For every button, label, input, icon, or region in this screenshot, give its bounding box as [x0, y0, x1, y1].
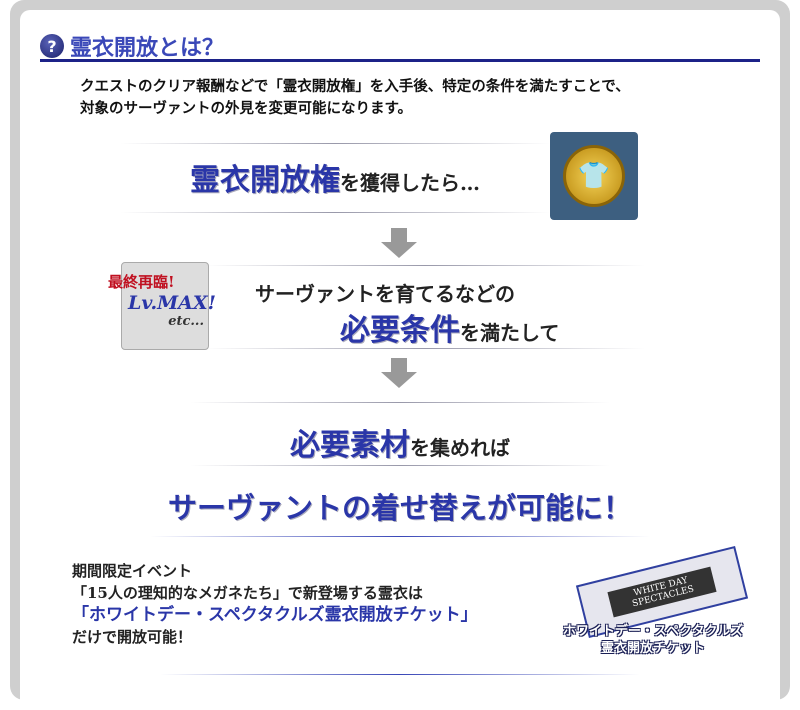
- down-arrow-icon: [381, 228, 417, 258]
- question-icon: ?: [40, 34, 64, 58]
- step2-text: サーヴァントを育てるなどの: [255, 282, 515, 306]
- step2-text: を満たして: [460, 321, 560, 345]
- note-line: 「15人の理知的なメガネたち」で新登場する霊衣は: [72, 584, 423, 602]
- badge-line: etc...: [168, 314, 204, 329]
- divider: [150, 536, 650, 537]
- caption-line: ホワイトデー・スペクタクルズ: [562, 624, 744, 639]
- divider: [160, 674, 640, 675]
- badge-line: Lv.MAX!: [128, 292, 216, 314]
- ticket-caption: ホワイトデー・スペクタクルズ 霊衣開放チケット: [548, 623, 758, 657]
- title-text: 霊衣開放とは？: [70, 35, 225, 61]
- divider: [120, 143, 550, 144]
- intro-line: 対象のサーヴァントの外見を変更可能になります。: [80, 100, 413, 117]
- step1: 霊衣開放権を獲得したら…: [120, 155, 550, 199]
- step1-text: を獲得したら…: [340, 171, 480, 195]
- section-title: ? 霊衣開放とは？: [40, 30, 224, 62]
- step3-highlight: 必要素材: [290, 428, 410, 463]
- divider: [190, 402, 610, 403]
- intro-text: クエストのクリア報酬などで「霊衣開放権」を入手後、特定の条件を満たすことで、 対…: [80, 76, 630, 120]
- result-text: サーヴァントの着せ替えが可能に！: [167, 491, 632, 525]
- caption-line: 霊衣開放チケット: [600, 641, 705, 656]
- title-underline: [40, 59, 760, 62]
- badge-line: 最終再臨!: [108, 273, 175, 291]
- step2-highlight: 必要条件: [340, 313, 460, 348]
- ticket-name: 「ホワイトデー・スペクタクルズ霊衣開放チケット」: [72, 605, 478, 625]
- divider: [190, 465, 610, 466]
- ticket-art-text: WHITE DAY SPECTACLES: [607, 566, 717, 618]
- note-line: だけで開放可能！: [72, 628, 193, 646]
- divider: [120, 212, 550, 213]
- divider: [205, 265, 645, 266]
- step3-text: を集めれば: [410, 436, 510, 460]
- event-note: 期間限定イベント 「15人の理知的なメガネたち」で新登場する霊衣は 「ホワイトデ…: [72, 560, 478, 648]
- level-max-badge: 最終再臨! Lv.MAX! etc...: [108, 262, 216, 350]
- note-line: 期間限定イベント: [72, 562, 193, 580]
- step1-highlight: 霊衣開放権: [190, 163, 340, 198]
- intro-line: クエストのクリア報酬などで「霊衣開放権」を入手後、特定の条件を満たすことで、: [80, 78, 630, 95]
- divider: [205, 348, 645, 349]
- down-arrow-icon: [381, 358, 417, 388]
- costume-coin-icon: 👕: [550, 132, 638, 220]
